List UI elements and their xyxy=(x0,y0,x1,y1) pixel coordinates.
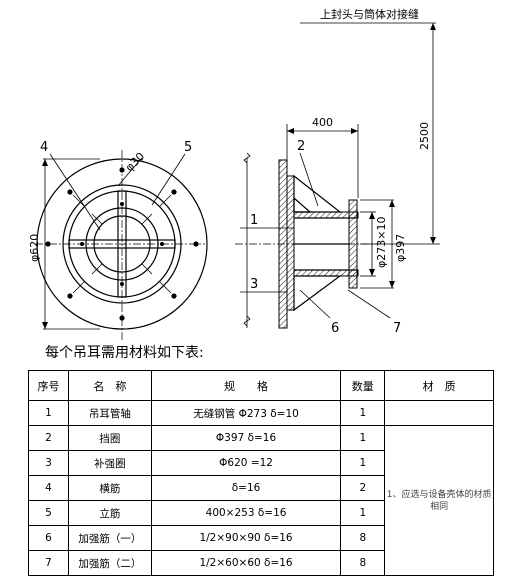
cell-qty: 2 xyxy=(340,475,386,501)
callout-1: 1 xyxy=(250,213,258,228)
cell-no: 3 xyxy=(28,450,69,476)
cell-qty: 1 xyxy=(340,425,386,451)
dim-2500: 2500 xyxy=(418,122,431,150)
cell-qty: 1 xyxy=(340,400,386,426)
cell-name: 横筋 xyxy=(67,475,152,501)
cell-name: 立筋 xyxy=(67,500,152,526)
cell-qty: 8 xyxy=(340,550,386,576)
cell-name: 补强圈 xyxy=(67,450,152,476)
callout-5: 5 xyxy=(184,140,192,155)
callout-3: 3 xyxy=(250,277,258,292)
table-row: 5 立筋 400×253 δ=16 1 xyxy=(28,500,494,526)
cell-qty: 1 xyxy=(340,450,386,476)
header-name: 名 称 xyxy=(67,370,152,401)
table-caption: 每个吊耳需用材料如下表: xyxy=(45,345,204,361)
cell-no: 6 xyxy=(28,525,69,551)
cell-spec: 无缝钢管 Φ273 δ=10 xyxy=(150,400,342,426)
dim-phi620: φ620 xyxy=(28,234,41,262)
header-spec: 规 格 xyxy=(150,370,342,401)
callout-7: 7 xyxy=(393,321,401,336)
table-row: 2 挡圈 Φ397 δ=16 1 1、应选与设备壳体的材质相同 xyxy=(28,425,494,576)
dim-phi30: φ30 xyxy=(123,150,147,174)
cell-no: 2 xyxy=(28,425,69,451)
cell-no: 7 xyxy=(28,550,69,576)
dim-400: 400 xyxy=(312,116,333,129)
cell-qty: 8 xyxy=(340,525,386,551)
cell-spec: 1/2×60×60 δ=16 xyxy=(150,550,342,576)
cell-name: 加强筋（二） xyxy=(67,550,152,576)
header-material: 材 质 xyxy=(384,370,494,401)
table-row: 6 加强筋（一） 1/2×90×90 δ=16 8 xyxy=(28,525,494,551)
cell-material xyxy=(384,400,494,426)
table-header-row: 序号 名 称 规 格 数量 材 质 xyxy=(28,370,494,401)
cell-spec: Φ620 =12 xyxy=(150,450,342,476)
header-no: 序号 xyxy=(28,370,69,401)
cell-name: 加强筋（一） xyxy=(67,525,152,551)
cell-spec: 1/2×90×90 δ=16 xyxy=(150,525,342,551)
table-row: 1 吊耳管轴 无缝钢管 Φ273 δ=10 1 xyxy=(28,400,494,426)
cell-name: 挡圈 xyxy=(67,425,152,451)
material-note: 1、应选与设备壳体的材质相同 xyxy=(384,425,494,576)
callout-2: 2 xyxy=(297,139,305,154)
side-view: 400 上封头与筒体对接缝 2500 φ273×10 φ397 2 1 3 6 … xyxy=(235,7,440,336)
dim-phi273: φ273×10 xyxy=(375,217,388,268)
callout-4: 4 xyxy=(40,140,48,155)
cell-spec: Φ397 δ=16 xyxy=(150,425,342,451)
cell-no: 4 xyxy=(28,475,69,501)
material-table: 序号 名 称 规 格 数量 材 质 1 吊耳管轴 无缝钢管 Φ273 δ=10 … xyxy=(28,370,494,576)
cell-name: 吊耳管轴 xyxy=(67,400,152,426)
cell-spec: 400×253 δ=16 xyxy=(150,500,342,526)
engineering-drawing: φ620 φ30 4 5 xyxy=(28,7,440,340)
cell-spec: δ=16 xyxy=(150,475,342,501)
cell-qty: 1 xyxy=(340,500,386,526)
header-qty: 数量 xyxy=(340,370,386,401)
top-view: φ620 φ30 4 5 xyxy=(28,140,208,340)
seam-label: 上封头与筒体对接缝 xyxy=(320,7,419,21)
cell-no: 1 xyxy=(28,400,69,426)
callout-6: 6 xyxy=(331,321,339,336)
dim-phi397: φ397 xyxy=(394,234,407,262)
cell-no: 5 xyxy=(28,500,69,526)
